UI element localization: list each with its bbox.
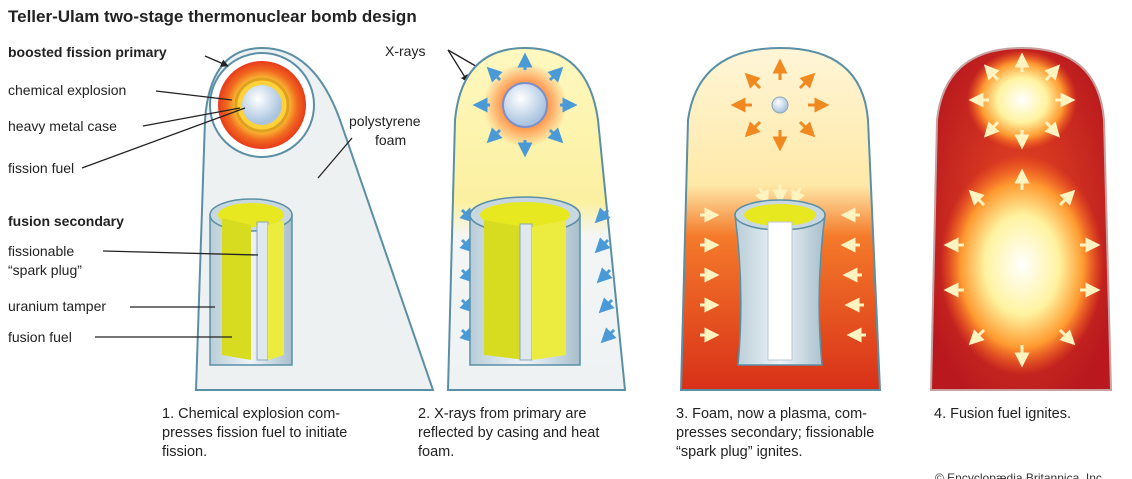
stage-2-panel [446,46,627,391]
svg-text:3. Foam, now a plasma, com-: 3. Foam, now a plasma, com- [676,406,867,422]
svg-text:“spark plug” ignites.: “spark plug” ignites. [676,444,803,460]
caption-4: 4. Fusion fuel ignites. [934,406,1071,422]
secondary-glow [940,155,1104,375]
svg-text:4. Fusion fuel ignites.: 4. Fusion fuel ignites. [934,406,1071,422]
stage-3-panel [679,46,882,391]
svg-text:1. Chemical explosion com-: 1. Chemical explosion com- [162,406,340,422]
svg-text:2. X-rays from primary are: 2. X-rays from primary are [418,406,586,422]
label-x-rays: X-rays [385,43,425,59]
stage-4-panel [929,46,1113,391]
svg-text:reflected by casing and heat: reflected by casing and heat [418,425,599,441]
caption-1: 1. Chemical explosion com- presses fissi… [162,406,347,460]
svg-text:fission.: fission. [162,444,207,460]
label-chemical-explosion: chemical explosion [8,82,126,98]
label-spark-plug: “spark plug” [8,262,82,278]
stage-1-panel [194,46,435,391]
caption-2: 2. X-rays from primary are reflected by … [418,406,599,460]
svg-text:presses secondary; fissionable: presses secondary; fissionable [676,425,874,441]
label-foam: foam [375,132,406,148]
label-fusion-fuel: fusion fuel [8,329,72,345]
spark-plug [256,221,269,361]
diagram-title: Teller-Ulam two-stage thermonuclear bomb… [8,7,417,26]
label-fusion-secondary: fusion secondary [8,213,124,229]
part-labels [81,49,494,338]
svg-text:foam.: foam. [418,444,454,460]
caption-3: 3. Foam, now a plasma, com- presses seco… [676,406,874,460]
fission-fuel [502,82,548,128]
copyright: © Encyclopædia Britannica, Inc. [935,471,1105,479]
svg-text:presses fission fuel to initia: presses fission fuel to initiate [162,425,347,441]
fission-fuel [242,85,282,125]
label-uranium-tamper: uranium tamper [8,298,106,314]
label-heavy-metal-case: heavy metal case [8,118,117,134]
label-polystyrene: polystyrene [349,113,421,129]
label-fissionable: fissionable [8,243,74,259]
fusion-fuel [222,218,251,360]
label-boosted-fission-primary: boosted fission primary [8,44,167,60]
label-fission-fuel: fission fuel [8,160,74,176]
